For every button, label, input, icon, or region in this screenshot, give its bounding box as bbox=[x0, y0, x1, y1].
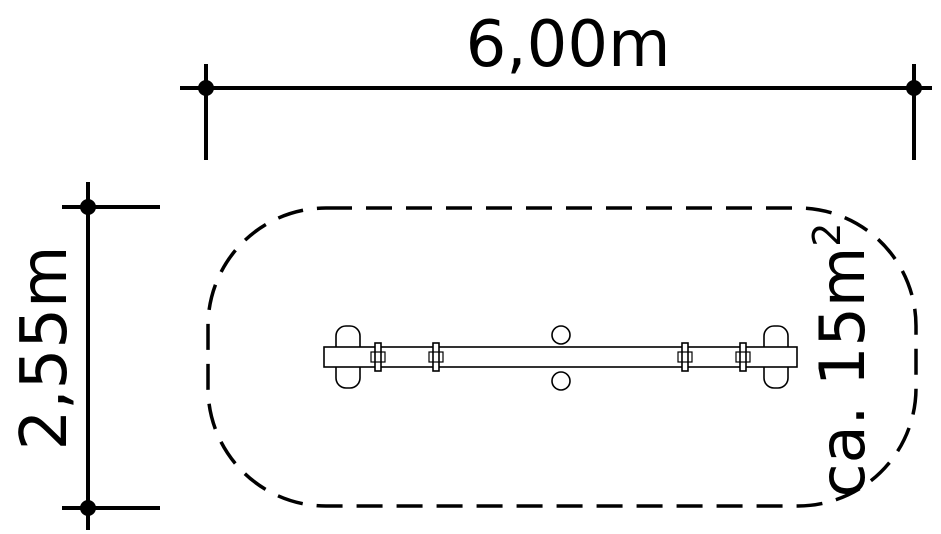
handle-left-outer bbox=[370, 342, 386, 372]
width-tick-right bbox=[906, 80, 922, 96]
depth-tick-top bbox=[80, 199, 96, 215]
depth-dimension: 2,55m bbox=[8, 182, 160, 530]
area-label-text: ca. 15m bbox=[806, 247, 879, 498]
width-tick-left bbox=[198, 80, 214, 96]
handle-right-outer bbox=[735, 342, 751, 372]
width-dimension-label: 6,00m bbox=[466, 8, 671, 82]
depth-dimension-label: 2,55m bbox=[8, 246, 82, 451]
depth-tick-bottom bbox=[80, 500, 96, 516]
seesaw-beam bbox=[323, 346, 798, 368]
width-dimension: 6,00m bbox=[180, 8, 932, 160]
seesaw-equipment bbox=[323, 325, 798, 391]
handle-right-inner bbox=[677, 342, 693, 372]
area-label: ca. 15m2 bbox=[805, 223, 879, 498]
pivot-bearing-bottom bbox=[551, 371, 571, 391]
handle-left-inner bbox=[428, 342, 444, 372]
area-label-superscript: 2 bbox=[805, 223, 849, 247]
pivot-bearing-top bbox=[551, 325, 571, 345]
safety-area-outline bbox=[206, 206, 918, 508]
